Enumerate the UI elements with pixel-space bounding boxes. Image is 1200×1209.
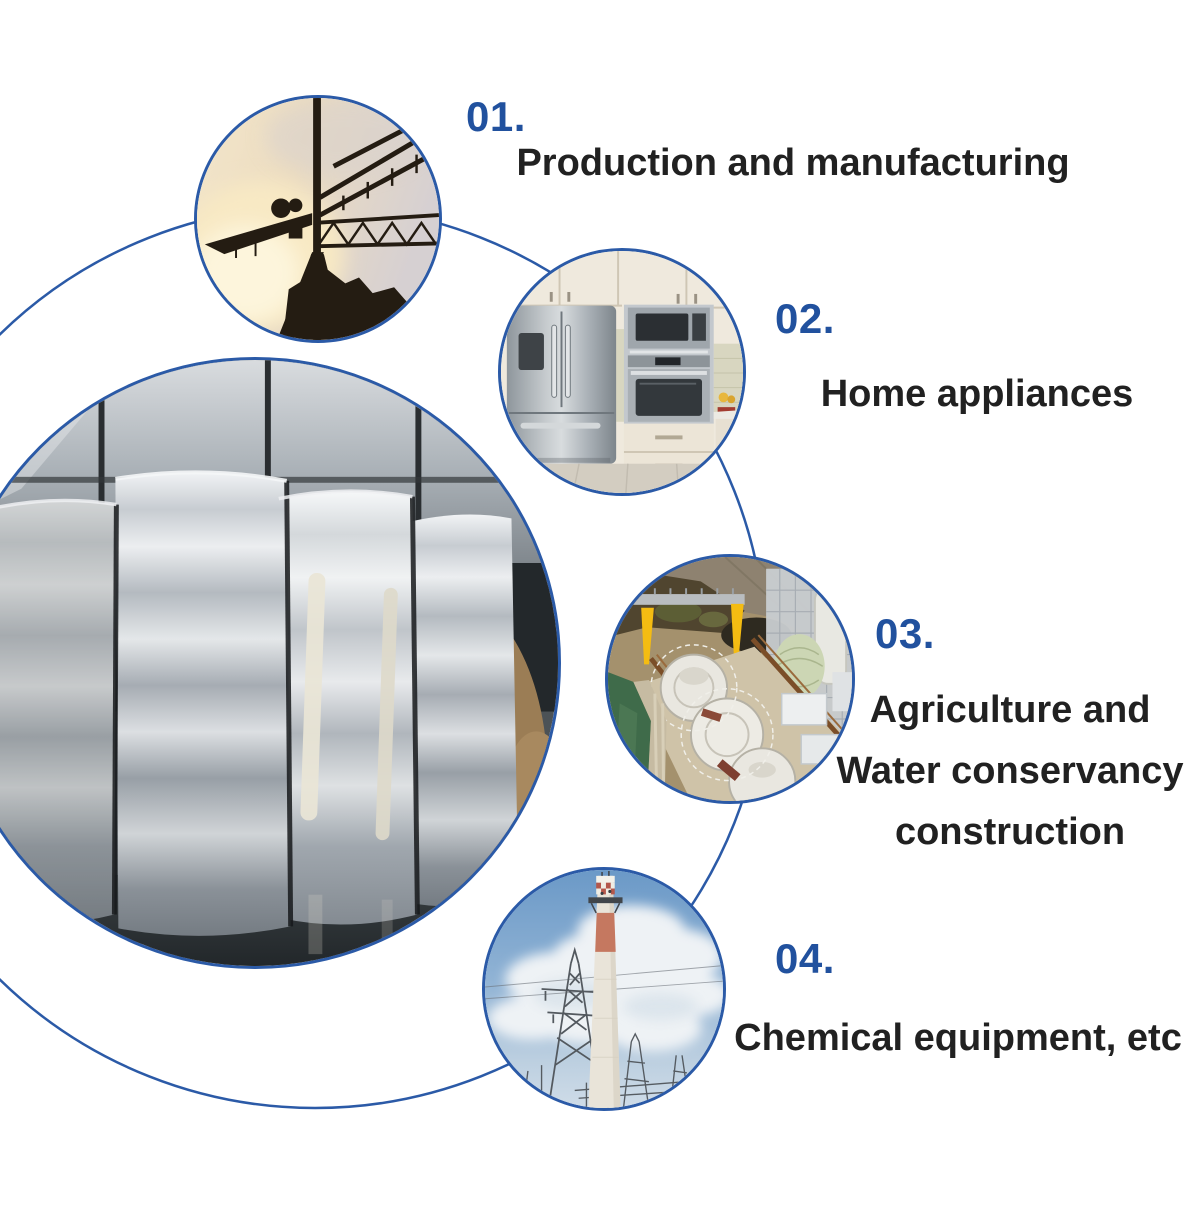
steel-strip-coils-illustration	[0, 360, 558, 966]
item-3-label-line-3: construction	[894, 811, 1126, 853]
kitchen-appliances-illustration	[501, 251, 743, 493]
industrial-crane-sunset-photo	[194, 95, 442, 343]
item-1-label: Production and manufacturing	[516, 142, 1070, 184]
chimney-power-lines-photo	[482, 867, 726, 1111]
chimney-pylons-illustration	[485, 870, 723, 1108]
industrial-crane-illustration	[197, 98, 439, 340]
item-3-label-line-2: Water conservancy	[836, 750, 1184, 792]
hydropower-construction-site-photo	[605, 554, 855, 804]
item-2-number: 02.	[775, 295, 835, 342]
item-3-number: 03.	[875, 610, 935, 657]
item-1-number: 01.	[466, 93, 526, 140]
kitchen-appliances-photo	[498, 248, 746, 496]
item-4-label: Chemical equipment, etc	[734, 1017, 1182, 1059]
item-3-label-line-1: Agriculture and	[869, 689, 1151, 731]
item-2-label: Home appliances	[820, 373, 1134, 415]
item-4-number: 04.	[775, 935, 835, 982]
construction-site-illustration	[608, 557, 852, 801]
item-3-label: Agriculture and Water conservancy constr…	[820, 680, 1200, 863]
